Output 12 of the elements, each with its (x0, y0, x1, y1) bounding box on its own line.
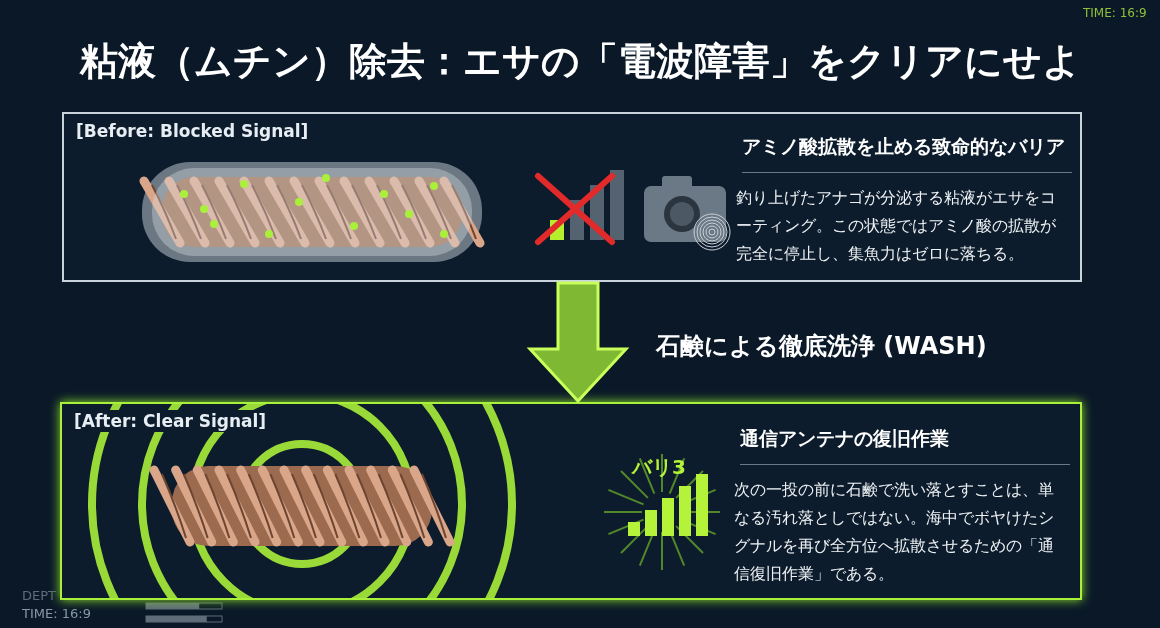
panel (60, 402, 1082, 600)
panel-body: 次の一投の前に石鹸で洗い落とすことは、単なる汚れ落としではない。海中でボヤけたシグナルを再び全方位へ拡散させるための「通信復旧作業」である。 (734, 479, 1055, 585)
panel (62, 112, 1082, 282)
hud-label: DEPT (22, 588, 56, 603)
title: 粘液（ムチン）除去：エサの「電波障害」をクリアにせよ (78, 38, 1082, 85)
hud-label: TIME: 16:9 (1083, 6, 1147, 20)
panel-body: 釣り上げたアナゴが分泌する粘液がエサをコーティング。この状態ではアミノ酸の拡散が完全に停止し、集魚力はゼロに落ちる。 (736, 187, 1057, 265)
arrow (526, 281, 630, 404)
signal-label: バリ3 (632, 454, 686, 481)
panel-heading: 通信アンテナの復旧作業 (740, 426, 949, 451)
hud-label: TIME: 16:9 (22, 606, 91, 621)
panel-heading: アミノ酸拡散を止める致命的なバリア (742, 134, 1065, 159)
